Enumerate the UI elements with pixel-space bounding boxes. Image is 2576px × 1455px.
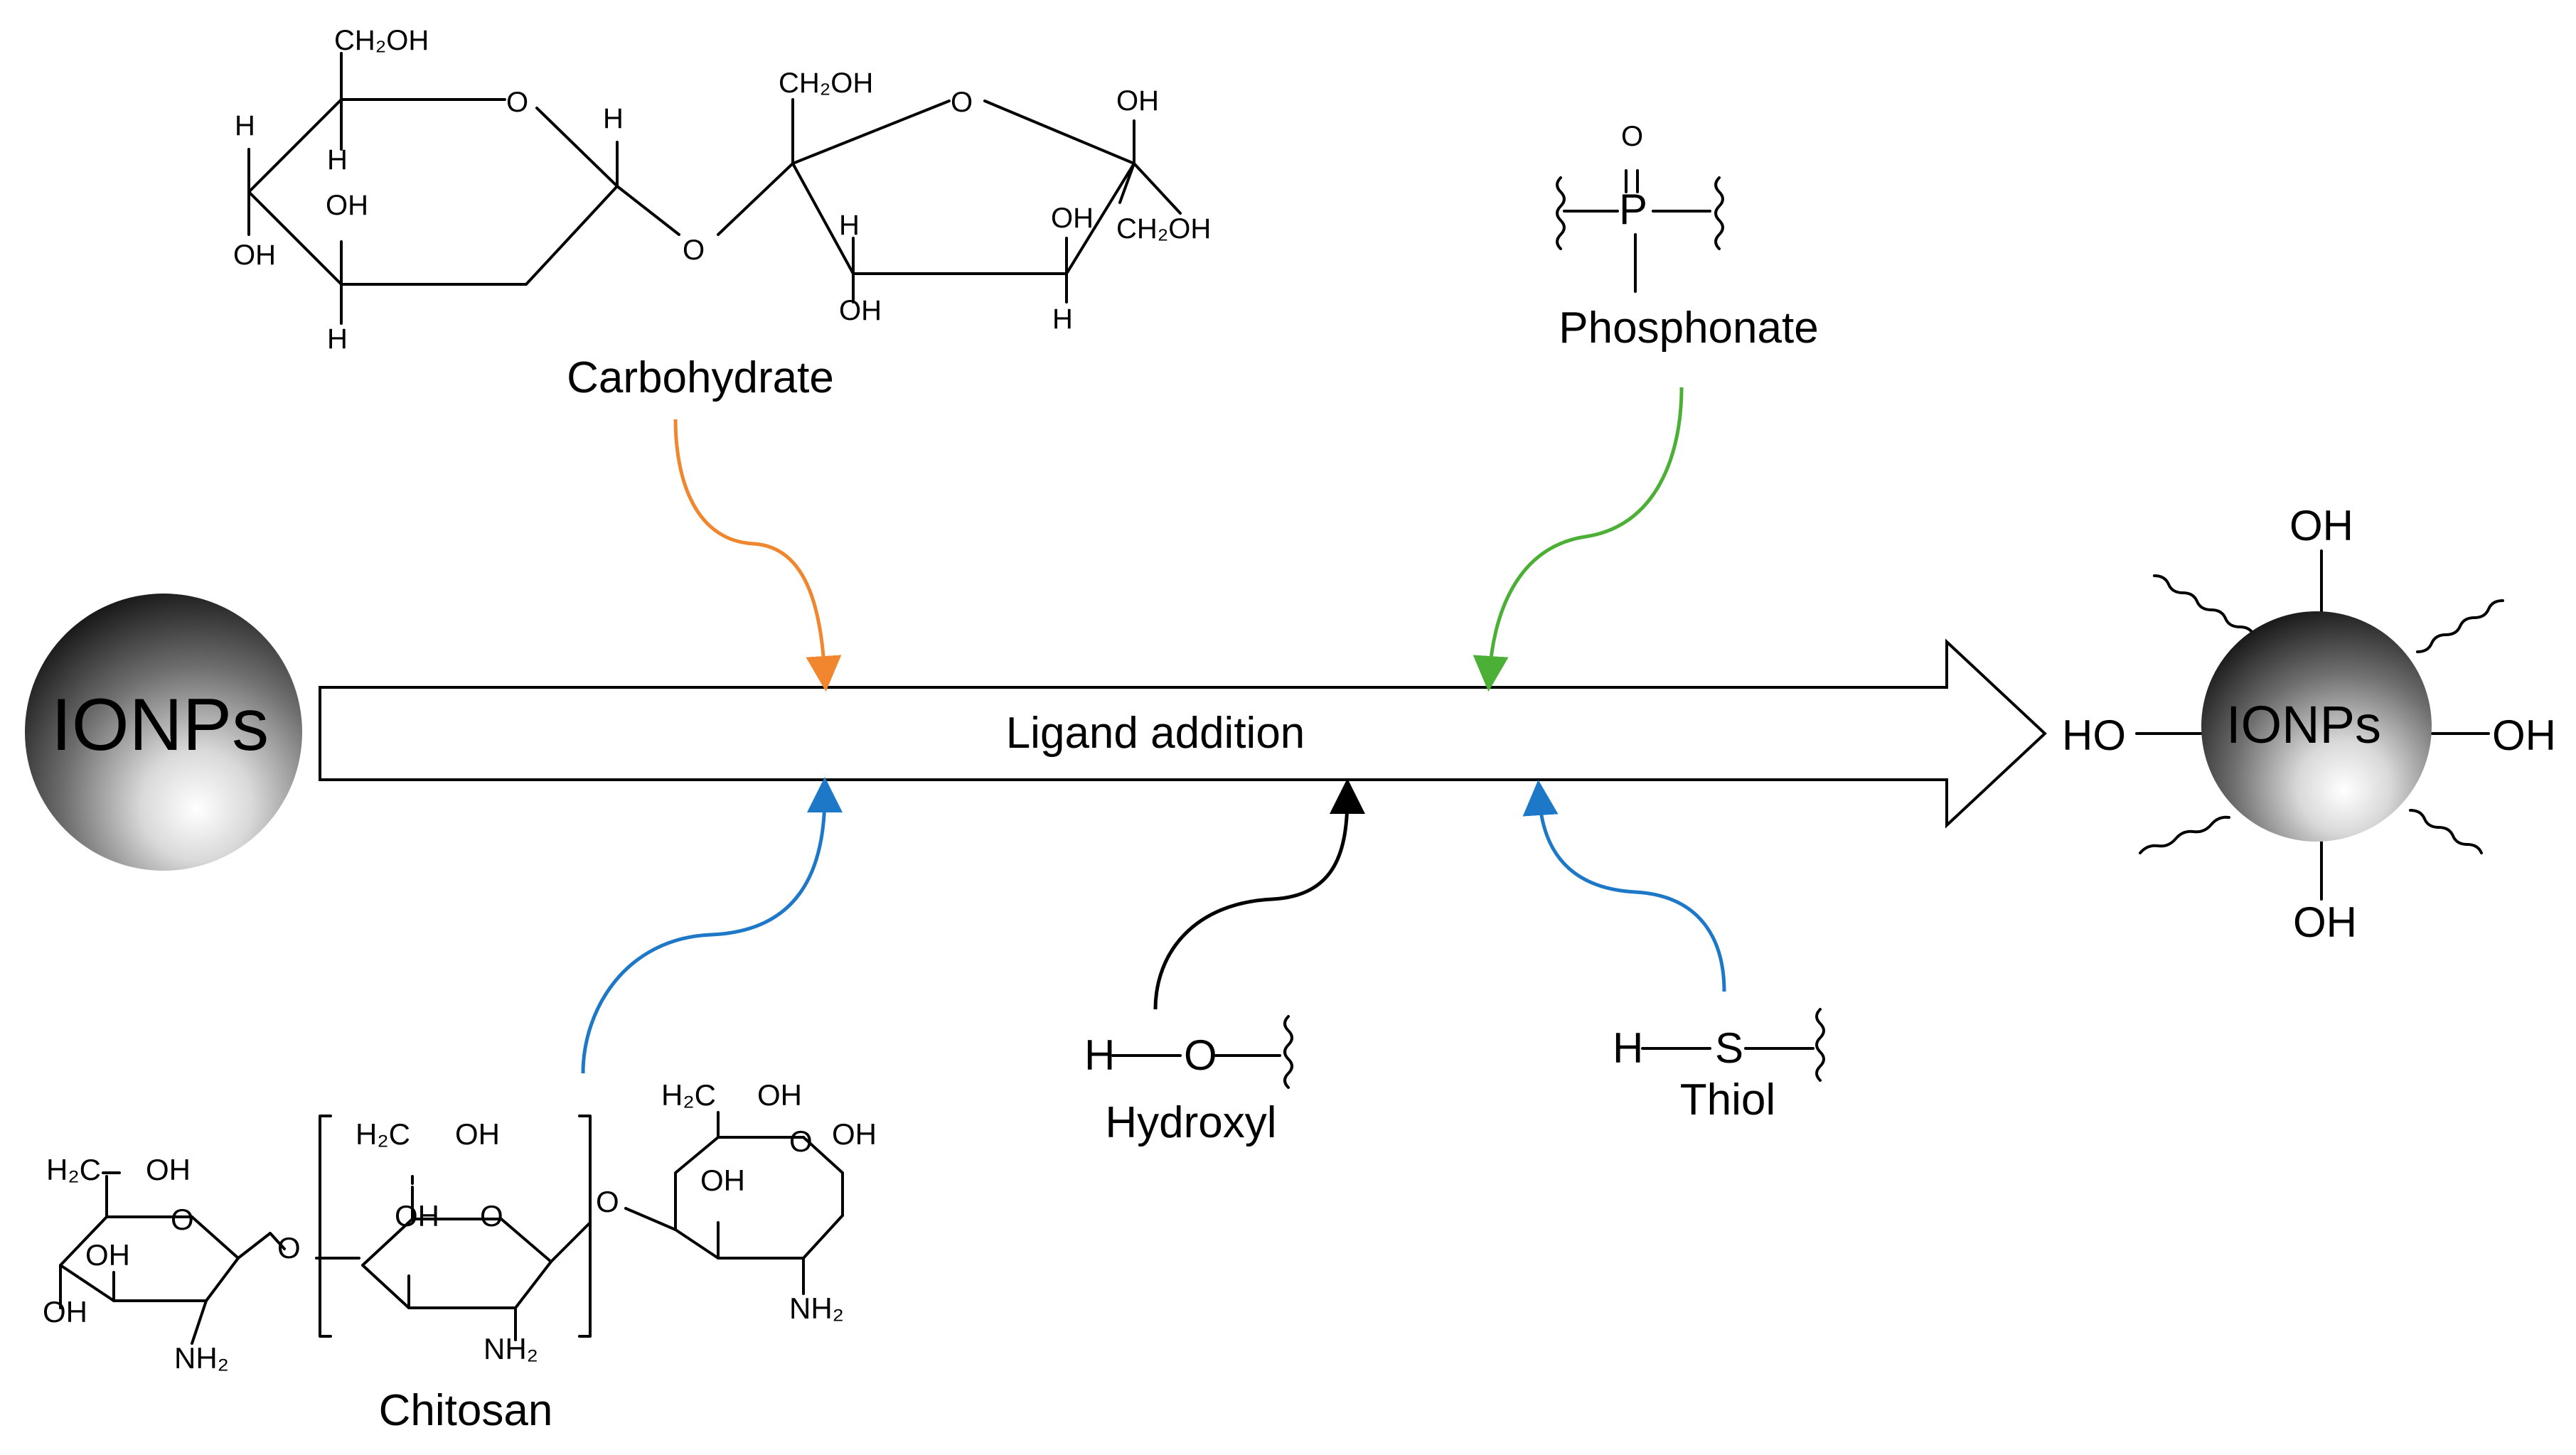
chitosan-oh-5: OH — [395, 1199, 439, 1233]
hydroxyl-label: Hydroxyl — [1105, 1098, 1276, 1147]
chitosan-oh-2: OH — [85, 1238, 130, 1272]
phosphonate-label: Phosphonate — [1559, 304, 1818, 353]
chitosan-oh-3: OH — [43, 1295, 87, 1328]
hydroxyl-arrow — [1153, 778, 1365, 1010]
phosphonate-arrow — [1473, 387, 1684, 692]
carb-oh-left: OH — [233, 240, 276, 271]
carb-ring-oxygen-2: O — [951, 87, 973, 118]
thiol-structure: H S Thiol — [1613, 1008, 1825, 1124]
chitosan-h2c-2: H₂C — [356, 1117, 410, 1151]
hydroxyl-structure: H O Hydroxyl — [1084, 1015, 1293, 1147]
ionps-right-label: IONPs — [2226, 695, 2381, 754]
carbohydrate-arrow — [673, 419, 842, 692]
ionps-left-sphere — [25, 594, 302, 871]
carb-h-bottom: H — [327, 323, 348, 355]
chitosan-h2c-1: H₂C — [46, 1153, 101, 1186]
phosphonate-structure: O P Phosphonate — [1556, 121, 1819, 353]
chitosan-nh2-1: NH₂ — [174, 1341, 229, 1375]
carb-h-left: H — [235, 110, 255, 141]
ionps-left-label: IONPs — [51, 684, 269, 766]
carb-h-furanose-right: H — [1052, 304, 1073, 335]
ionps-right-sphere — [2201, 611, 2432, 842]
chitosan-structure: H₂C OH O OH OH NH₂ O H₂C OH O OH NH₂ O H… — [43, 1078, 877, 1435]
chitosan-label: Chitosan — [379, 1386, 553, 1435]
chitosan-oh-1: OH — [146, 1153, 191, 1186]
phosphonate-oxygen: O — [1621, 121, 1643, 152]
thiol-sulfur: S — [1715, 1024, 1743, 1072]
carb-ch2oh-top: CH₂OH — [334, 25, 429, 56]
ionps-ho-left: HO — [2062, 712, 2126, 759]
chitosan-oh-4: OH — [455, 1117, 500, 1151]
chitosan-arrow — [581, 777, 843, 1074]
chitosan-link-o-1: O — [277, 1231, 301, 1265]
hydroxyl-oxygen: O — [1184, 1031, 1217, 1079]
chitosan-nh2-2: NH₂ — [483, 1332, 538, 1365]
chitosan-nh2-3: NH₂ — [789, 1292, 844, 1325]
chitosan-oh-8: OH — [700, 1164, 745, 1197]
carb-ch2oh-fructose: CH₂OH — [779, 68, 873, 99]
carb-oh-right-mid: OH — [1051, 203, 1094, 234]
ionps-left-particle: IONPs — [25, 594, 302, 871]
carbohydrate-structure: CH₂OH O H H H OH OH H O CH₂OH O OH OH CH… — [233, 25, 1211, 402]
carb-ring-oxygen-1: O — [506, 87, 528, 118]
ionps-oh-bottom: OH — [2293, 898, 2357, 946]
thiol-arrow — [1522, 780, 1726, 992]
carb-glycosidic-oxygen: O — [683, 235, 705, 266]
ionps-right-particle: IONPs OH OH HO OH — [2062, 502, 2556, 946]
hydroxyl-hydrogen: H — [1084, 1031, 1115, 1079]
thiol-label: Thiol — [1680, 1075, 1775, 1124]
carb-oh-furanose: OH — [839, 295, 882, 326]
carb-h-upper: H — [327, 144, 348, 176]
chitosan-oh-7: OH — [832, 1117, 877, 1151]
carb-h-anomeric: H — [603, 103, 624, 134]
chitosan-h2c-3: H₂C — [661, 1078, 716, 1112]
phosphonate-phosphorus: P — [1619, 186, 1647, 233]
chitosan-link-o-2: O — [596, 1185, 619, 1218]
carb-ch2oh-right: CH₂OH — [1116, 213, 1211, 245]
ligand-addition-label: Ligand addition — [1006, 709, 1305, 758]
chitosan-ring-o-1: O — [171, 1203, 194, 1236]
chitosan-ring-o-2: O — [480, 1199, 503, 1233]
thiol-hydrogen: H — [1613, 1024, 1643, 1072]
chitosan-ring-o-3: O — [789, 1124, 813, 1158]
ligand-addition-arrow: Ligand addition — [319, 638, 2047, 829]
chitosan-oh-6: OH — [757, 1078, 802, 1112]
carb-h-furanose: H — [839, 210, 860, 241]
carb-oh-mid: OH — [326, 190, 368, 221]
ionps-oh-right: OH — [2492, 712, 2556, 759]
carbohydrate-label: Carbohydrate — [567, 353, 834, 402]
ionps-oh-top: OH — [2289, 502, 2353, 549]
carb-oh-right-top: OH — [1116, 85, 1159, 117]
